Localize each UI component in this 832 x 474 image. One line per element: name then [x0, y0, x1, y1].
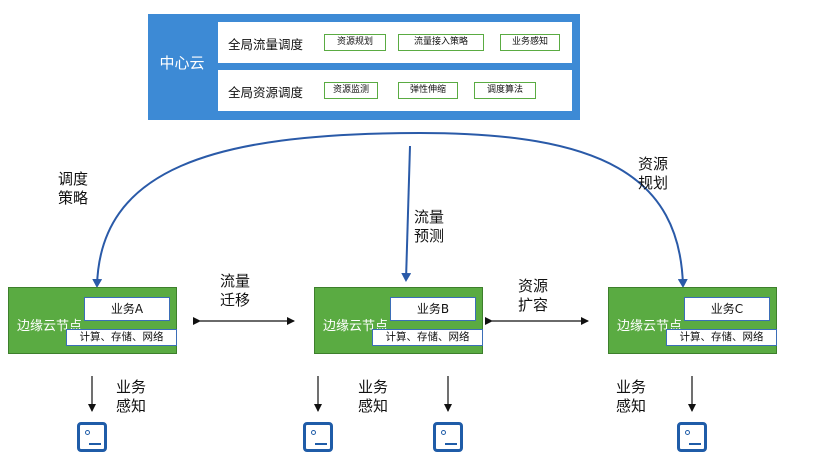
tag: 资源规划 — [324, 34, 386, 51]
device-icon — [77, 422, 107, 452]
device-icon — [433, 422, 463, 452]
service-box: 业务A — [84, 297, 170, 321]
resource-scheduling-panel: 全局资源调度 资源监测 弹性伸缩 调度算法 — [218, 70, 572, 111]
traffic-migration-caption: 流量 迁移 — [220, 272, 250, 310]
resources-box: 计算、存储、网络 — [666, 329, 777, 346]
center-down-arrow — [401, 145, 412, 282]
device-icon — [303, 422, 333, 452]
tag: 资源监测 — [324, 82, 378, 99]
arc-right-arrow — [419, 132, 688, 288]
tag: 业务感知 — [500, 34, 560, 51]
caption-text: 流量 迁移 — [220, 272, 251, 309]
caption-text: 业务 感知 — [616, 378, 647, 415]
center-cloud-label: 中心云 — [159, 54, 205, 72]
caption-text: 流量 预测 — [414, 208, 445, 245]
perception-caption-left: 业务 感知 — [116, 378, 146, 416]
resource-planning-caption: 资源 规划 — [638, 155, 668, 193]
traffic-forecast-caption: 流量 预测 — [414, 208, 444, 246]
tag: 弹性伸缩 — [398, 82, 458, 99]
service-box: 业务C — [684, 297, 770, 321]
perception-caption-right: 业务 感知 — [616, 378, 646, 416]
edge-node-label: 边缘云节点 — [17, 319, 83, 334]
caption-text: 业务 感知 — [116, 378, 147, 415]
perception-caption-middle: 业务 感知 — [358, 378, 388, 416]
caption-text: 资源 规划 — [638, 155, 669, 192]
edge-node-label: 边缘云节点 — [323, 319, 389, 334]
caption-text: 调度 策略 — [58, 170, 89, 207]
service-box: 业务B — [390, 297, 476, 321]
center-cloud: 中心云 全局流量调度 资源规划 流量接入策略 业务感知 全局资源调度 资源监测 … — [148, 14, 580, 120]
panel-title: 全局流量调度 — [228, 37, 304, 52]
resource-scale-caption: 资源 扩容 — [518, 277, 548, 315]
edge-node-c: 边缘云节点 业务C 计算、存储、网络 — [608, 287, 777, 354]
resources-box: 计算、存储、网络 — [66, 329, 177, 346]
resources-box: 计算、存储、网络 — [372, 329, 483, 346]
arc-left-arrow — [92, 132, 421, 288]
panel-title: 全局资源调度 — [228, 85, 304, 100]
edge-node-a: 边缘云节点 业务A 计算、存储、网络 — [8, 287, 177, 354]
scheduling-strategy-caption: 调度 策略 — [58, 170, 88, 208]
traffic-scheduling-panel: 全局流量调度 资源规划 流量接入策略 业务感知 — [218, 22, 572, 63]
edge-node-b: 边缘云节点 业务B 计算、存储、网络 — [314, 287, 483, 354]
caption-text: 资源 扩容 — [518, 277, 549, 314]
tag: 流量接入策略 — [398, 34, 484, 51]
tag: 调度算法 — [474, 82, 536, 99]
edge-node-label: 边缘云节点 — [617, 319, 683, 334]
caption-text: 业务 感知 — [358, 378, 389, 415]
device-icon — [677, 422, 707, 452]
